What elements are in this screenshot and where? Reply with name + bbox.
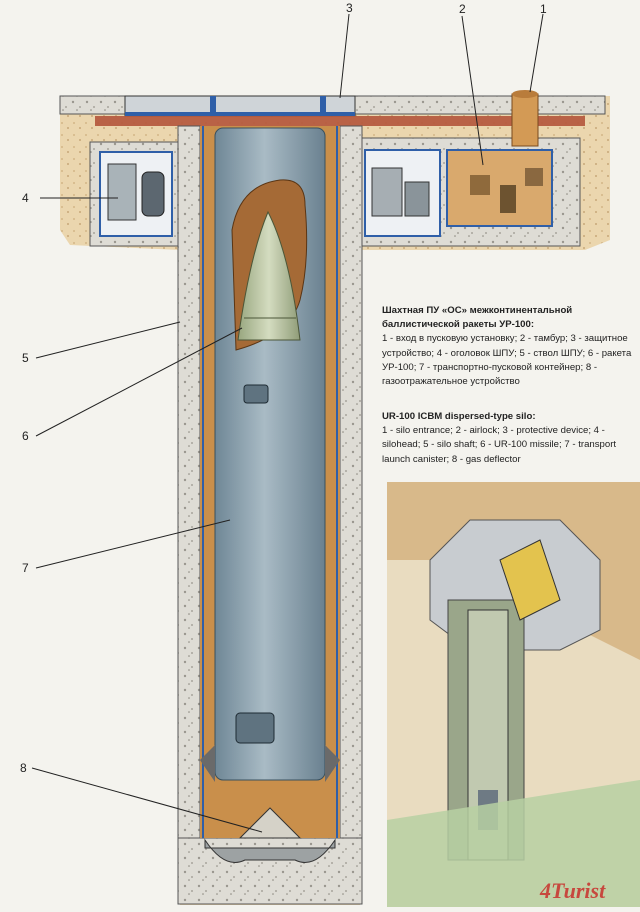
callout-7: 7 xyxy=(22,561,29,575)
callout-4: 4 xyxy=(22,191,29,205)
callout-5: 5 xyxy=(22,351,29,365)
red-beam xyxy=(95,116,585,126)
callout-3: 3 xyxy=(346,1,353,15)
caption-russian-title: Шахтная ПУ «ОС» межконтинентальной балли… xyxy=(382,305,573,331)
inset-3d-cutaway xyxy=(387,482,640,907)
silo-entrance xyxy=(511,93,539,147)
callout-2: 2 xyxy=(459,2,466,16)
caption-english-title: UR-100 ICBM dispersed-type silo: xyxy=(382,411,536,422)
callout-6: 6 xyxy=(22,429,29,443)
ur100-missile xyxy=(237,210,301,341)
shaft-wall-left xyxy=(177,125,201,905)
caption-russian-body: 1 - вход в пусковую установку; 2 - тамбу… xyxy=(382,333,632,388)
caption-russian: Шахтная ПУ «ОС» межконтинентальной балли… xyxy=(382,304,634,389)
callout-1: 1 xyxy=(540,2,547,16)
caption-english: UR-100 ICBM dispersed-type silo: 1 - sil… xyxy=(382,410,634,467)
shaft-wall-right xyxy=(339,125,363,905)
caption-english-body: 1 - silo entrance; 2 - airlock; 3 - prot… xyxy=(382,425,617,465)
watermark: 4Turist xyxy=(540,878,606,903)
callout-8: 8 xyxy=(20,761,27,775)
